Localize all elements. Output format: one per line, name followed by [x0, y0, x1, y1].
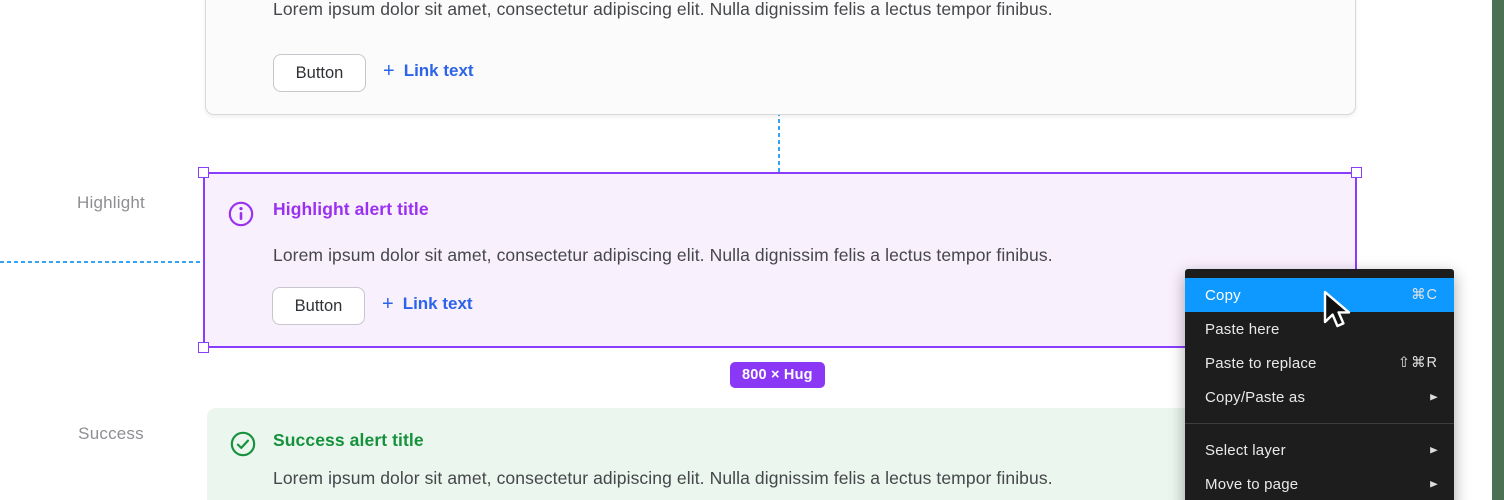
menu-item-label: Select layer: [1205, 441, 1286, 459]
menu-item-label: Paste here: [1205, 320, 1280, 338]
submenu-arrow-icon: ▶: [1430, 445, 1438, 455]
submenu-arrow-icon: ▶: [1430, 479, 1438, 489]
cursor-pointer-icon: [1323, 290, 1351, 328]
menu-item-label: Copy: [1205, 286, 1241, 304]
alert-button[interactable]: Button: [272, 287, 365, 325]
menu-item-paste-here[interactable]: Paste here: [1185, 312, 1454, 346]
alert-button[interactable]: Button: [273, 54, 366, 92]
alert-link[interactable]: + Link text: [383, 61, 474, 81]
size-badge: 800 × Hug: [730, 362, 825, 388]
plus-icon: +: [382, 293, 394, 315]
menu-item-paste-to-replace[interactable]: Paste to replace ⇧⌘R: [1185, 346, 1454, 380]
alert-title: Success alert title: [273, 430, 424, 450]
submenu-arrow-icon: ▶: [1430, 392, 1438, 402]
selection-handle-top-right[interactable]: [1351, 167, 1362, 178]
menu-shortcut: ⇧⌘R: [1397, 355, 1438, 371]
menu-item-label: Paste to replace: [1205, 354, 1317, 372]
alert-link[interactable]: + Link text: [382, 294, 473, 314]
row-label-highlight: Highlight: [77, 193, 145, 212]
right-edge-panel-strip: [1492, 0, 1504, 500]
selection-handle-top-left[interactable]: [198, 167, 209, 178]
menu-shortcut: ⌘C: [1411, 287, 1438, 303]
alert-body-text: Lorem ipsum dolor sit amet, consectetur …: [273, 0, 1053, 19]
menu-item-label: Move to page: [1205, 475, 1299, 493]
menu-item-move-to-page[interactable]: Move to page ▶: [1185, 467, 1454, 500]
alert-card-neutral[interactable]: Lorem ipsum dolor sit amet, consectetur …: [205, 0, 1356, 115]
row-label-success: Success: [78, 424, 144, 443]
info-icon: [228, 201, 254, 227]
alert-title: Highlight alert title: [273, 199, 429, 219]
menu-item-copy[interactable]: Copy ⌘C: [1185, 278, 1454, 312]
menu-item-copy-paste-as[interactable]: Copy/Paste as ▶: [1185, 380, 1454, 414]
check-circle-icon: [230, 431, 256, 457]
horizontal-guide-line: [0, 261, 203, 263]
menu-item-label: Copy/Paste as: [1205, 388, 1306, 406]
link-label: Link text: [402, 294, 473, 313]
menu-separator: [1185, 423, 1454, 424]
context-menu: Copy ⌘C Paste here Paste to replace ⇧⌘R …: [1185, 269, 1454, 500]
alert-card-highlight[interactable]: Highlight alert title Lorem ipsum dolor …: [198, 167, 1362, 353]
link-label: Link text: [403, 61, 474, 80]
menu-item-select-layer[interactable]: Select layer ▶: [1185, 433, 1454, 467]
plus-icon: +: [383, 60, 395, 82]
alert-body-text: Lorem ipsum dolor sit amet, consectetur …: [273, 245, 1053, 265]
alert-card-success[interactable]: Success alert title Lorem ipsum dolor si…: [207, 408, 1357, 500]
selection-handle-bottom-left[interactable]: [198, 342, 209, 353]
alert-body-text: Lorem ipsum dolor sit amet, consectetur …: [273, 468, 1053, 488]
